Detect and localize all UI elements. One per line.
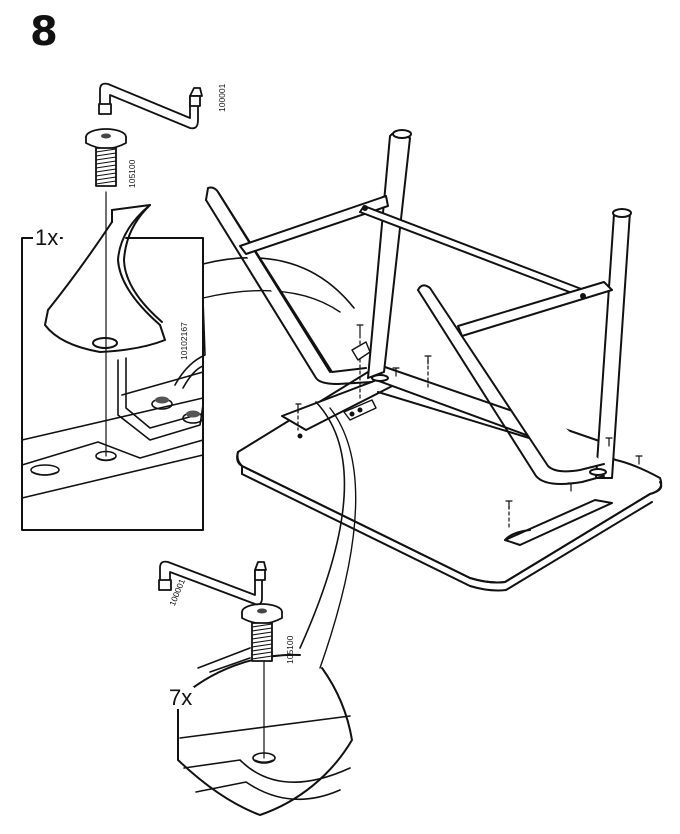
detail-callout-frame: [21, 237, 204, 531]
callout-connector-bottom: [299, 401, 346, 649]
bolt-code-bottom: 105100: [285, 635, 295, 664]
quantity-label-top: 1x: [33, 225, 61, 250]
bracket-code: 10102167: [179, 322, 189, 360]
allen-key-code-top: 100001: [217, 83, 227, 112]
quantity-label-bottom: 7x: [167, 685, 195, 710]
bolt-icon-bottom: [241, 603, 283, 662]
allen-key-icon: [98, 82, 203, 130]
table: [205, 129, 663, 592]
allen-key-icon-bottom: [158, 560, 267, 606]
detail-tabletop: [21, 397, 204, 499]
detail-circle: [177, 653, 353, 816]
detail-bracket-base: [117, 299, 206, 441]
mounting-bracket: [44, 204, 166, 353]
step-number: 8: [30, 9, 58, 55]
bolt-icon: [85, 128, 127, 187]
callout-connector: [202, 256, 355, 309]
bolt-code-top: 105100: [127, 159, 137, 188]
